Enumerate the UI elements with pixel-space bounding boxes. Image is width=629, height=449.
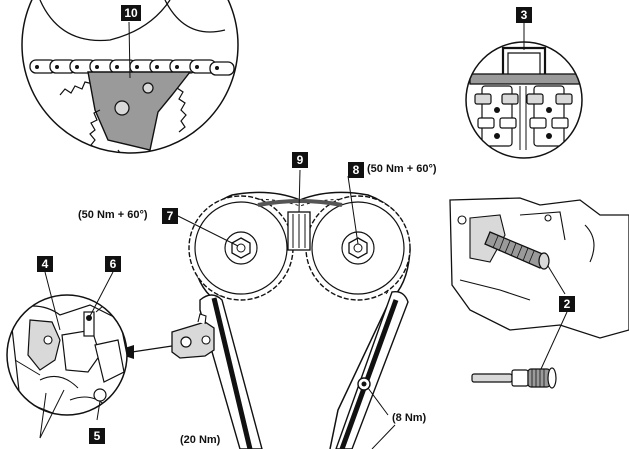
callout-3: 3 <box>516 7 532 23</box>
torque-label-7: (50 Nm + 60°) <box>78 209 148 221</box>
main-leaders <box>128 21 525 247</box>
callout-6: 6 <box>105 256 121 272</box>
locking-pin-tool-2 <box>471 367 557 389</box>
callout-2: 2 <box>559 296 575 312</box>
callout-4: 4 <box>37 256 53 272</box>
torque-label-tensioner: (20 Nm) <box>180 434 221 446</box>
camshaft-inset <box>466 42 582 158</box>
locking-pin-installed <box>484 231 550 270</box>
top-inset <box>22 0 238 153</box>
chain-drive <box>188 191 411 449</box>
detail-leaders <box>39 271 114 439</box>
exhaust-camshaft-sprocket <box>305 195 411 301</box>
torque-label-8: (50 Nm + 60°) <box>367 163 437 175</box>
callout-9: 9 <box>292 152 308 168</box>
callout-5: 5 <box>89 428 105 444</box>
callout-7: 7 <box>162 208 178 224</box>
torque-label-guide: (8 Nm) <box>392 412 427 424</box>
sprocket-holding-tool-9 <box>287 211 311 251</box>
callout-8: 8 <box>348 162 364 178</box>
locking-tool-10 <box>87 71 192 151</box>
crankcase-view <box>449 197 629 389</box>
tensioner-detail-inset <box>7 295 127 415</box>
intake-camshaft-sprocket <box>188 195 294 301</box>
callout-10: 10 <box>121 5 141 21</box>
